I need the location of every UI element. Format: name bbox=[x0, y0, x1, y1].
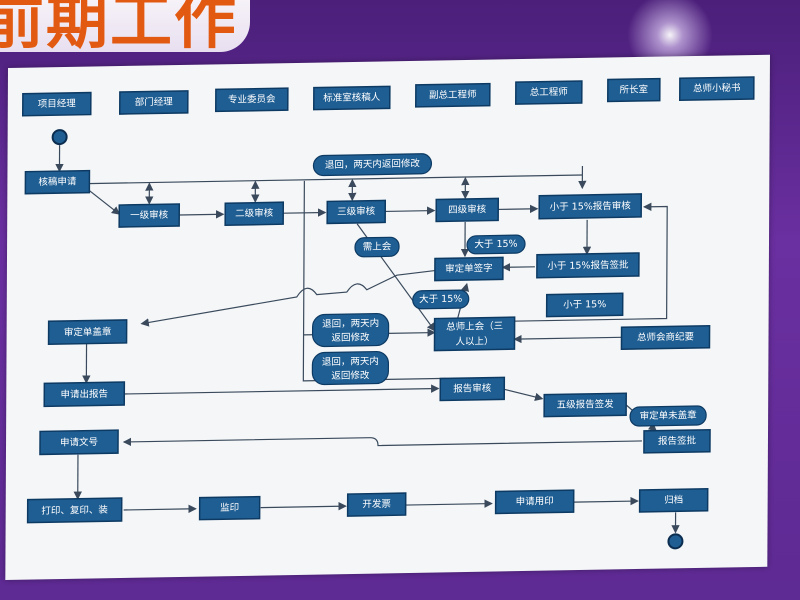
node-report-approval: 报告签批 bbox=[643, 428, 711, 454]
svg-text:所长室: 所长室 bbox=[620, 83, 649, 95]
banner: 前期工作 bbox=[0, 0, 250, 52]
svg-text:三级审核: 三级审核 bbox=[337, 205, 376, 218]
svg-text:打印、复印、装: 打印、复印、装 bbox=[41, 504, 108, 517]
svg-text:总师会商纪要: 总师会商纪要 bbox=[637, 331, 694, 344]
end-node bbox=[667, 533, 684, 550]
node-level-1-review: 一级审核 bbox=[118, 203, 181, 228]
flowchart-diagram: 项目经理 部门经理 专业委员会 标准室核稿人 副总工程师 总工程师 所长室 总师… bbox=[21, 76, 755, 550]
svg-text:副总工程师: 副总工程师 bbox=[429, 88, 477, 101]
svg-text:标准室核稿人: 标准室核稿人 bbox=[323, 91, 381, 104]
svg-text:申请出报告: 申请出报告 bbox=[60, 388, 108, 401]
banner-title: 前期工作 bbox=[0, 0, 239, 52]
lane-header-chief-engineer: 总工程师 bbox=[515, 80, 583, 105]
svg-text:小于 15%报告签批: 小于 15%报告签批 bbox=[547, 259, 629, 272]
node-issue-invoice: 开发票 bbox=[346, 492, 407, 517]
svg-text:一级审核: 一级审核 bbox=[130, 209, 169, 222]
node-request-seal: 申请用印 bbox=[494, 489, 575, 515]
node-approval-form-stamp: 审定单盖章 bbox=[47, 319, 128, 346]
svg-text:五级报告签发: 五级报告签发 bbox=[557, 398, 615, 411]
node-request-report: 申请出报告 bbox=[43, 381, 126, 408]
svg-text:开发票: 开发票 bbox=[362, 498, 391, 511]
node-meeting-minutes: 总师会商纪要 bbox=[620, 324, 711, 351]
svg-text:核稿申请: 核稿申请 bbox=[38, 175, 77, 188]
node-print-supervision: 监印 bbox=[198, 495, 261, 521]
svg-text:专业委员会: 专业委员会 bbox=[228, 93, 276, 106]
svg-text:总师小秘书: 总师小秘书 bbox=[693, 82, 741, 95]
svg-text:审定单签字: 审定单签字 bbox=[445, 262, 493, 275]
note-return-two-days-mid: 退回，两天内 返回修改 bbox=[311, 312, 390, 348]
svg-text:退回，两天内返回修改: 退回，两天内返回修改 bbox=[325, 157, 421, 171]
svg-text:归档: 归档 bbox=[664, 494, 683, 506]
lane-header-department-manager: 部门经理 bbox=[118, 90, 189, 115]
svg-text:审定单未盖章: 审定单未盖章 bbox=[640, 409, 698, 422]
svg-text:小于 15%报告审核: 小于 15%报告审核 bbox=[550, 200, 632, 213]
svg-text:返回修改: 返回修改 bbox=[331, 369, 370, 382]
lane-header-deputy-chief-engineer: 副总工程师 bbox=[414, 82, 491, 108]
svg-text:四级审核: 四级审核 bbox=[448, 203, 487, 216]
svg-text:总工程师: 总工程师 bbox=[530, 86, 568, 99]
note-over-15-a: 大于 15% bbox=[466, 234, 526, 255]
svg-text:大于 15%: 大于 15% bbox=[474, 238, 517, 251]
note-form-not-stamped: 审定单未盖章 bbox=[629, 405, 707, 427]
node-level-5-report-issue: 五级报告签发 bbox=[543, 392, 627, 418]
svg-text:申请用印: 申请用印 bbox=[516, 495, 554, 508]
node-draft-review-request: 核稿申请 bbox=[24, 169, 91, 195]
node-under-15-report-approval: 小于 15%报告签批 bbox=[536, 252, 640, 279]
svg-text:报告审核: 报告审核 bbox=[453, 382, 492, 395]
svg-text:审定单盖章: 审定单盖章 bbox=[64, 326, 112, 339]
svg-text:部门经理: 部门经理 bbox=[135, 96, 174, 109]
node-print-copy-bind: 打印、复印、装 bbox=[26, 497, 123, 524]
svg-text:小于 15%: 小于 15% bbox=[563, 299, 606, 311]
note-return-two-days-top: 退回，两天内返回修改 bbox=[312, 153, 433, 177]
svg-text:监印: 监印 bbox=[220, 501, 239, 513]
connectors bbox=[55, 145, 680, 534]
svg-text:项目经理: 项目经理 bbox=[38, 97, 77, 110]
node-level-4-review: 四级审核 bbox=[435, 197, 500, 223]
flowchart-board: 项目经理 部门经理 专业委员会 标准室核稿人 副总工程师 总工程师 所长室 总师… bbox=[5, 54, 770, 581]
note-needs-meeting: 需上会 bbox=[354, 236, 400, 258]
lane-header-chief-secretary: 总师小秘书 bbox=[679, 76, 755, 102]
start-node bbox=[51, 129, 68, 146]
svg-text:总师上会（三: 总师上会（三 bbox=[446, 320, 503, 333]
svg-text:需上会: 需上会 bbox=[363, 240, 392, 253]
lane-header-project-manager: 项目经理 bbox=[21, 91, 92, 117]
node-approval-form-signature: 审定单签字 bbox=[434, 256, 504, 282]
node-archive: 归档 bbox=[638, 488, 709, 513]
svg-text:报告签批: 报告签批 bbox=[658, 434, 697, 447]
lane-header-director-office: 所长室 bbox=[607, 77, 661, 103]
lane-header-expert-committee: 专业委员会 bbox=[214, 87, 289, 113]
svg-text:返回修改: 返回修改 bbox=[332, 331, 371, 344]
svg-text:人以上）: 人以上） bbox=[455, 335, 493, 348]
note-over-15-b: 大于 15% bbox=[412, 289, 470, 310]
svg-text:退回，两天内: 退回，两天内 bbox=[322, 317, 379, 330]
lane-header-standards-reviewer: 标准室核稿人 bbox=[312, 85, 391, 111]
svg-text:申请文号: 申请文号 bbox=[60, 436, 98, 449]
node-under-15-percent: 小于 15% bbox=[545, 292, 624, 318]
node-level-3-review: 三级审核 bbox=[326, 199, 387, 225]
svg-text:大于 15%: 大于 15% bbox=[419, 293, 462, 306]
svg-text:退回，两天内: 退回，两天内 bbox=[322, 355, 379, 368]
node-request-document-number: 申请文号 bbox=[39, 429, 119, 456]
node-report-review: 报告审核 bbox=[439, 376, 506, 402]
node-under-15-report-review: 小于 15%报告审核 bbox=[538, 193, 643, 220]
node-level-2-review: 二级审核 bbox=[224, 201, 285, 226]
node-chief-engineer-meeting: 总师上会（三 人以上） bbox=[433, 316, 516, 352]
note-return-two-days-low: 退回，两天内 返回修改 bbox=[311, 350, 390, 386]
svg-text:二级审核: 二级审核 bbox=[235, 207, 274, 220]
